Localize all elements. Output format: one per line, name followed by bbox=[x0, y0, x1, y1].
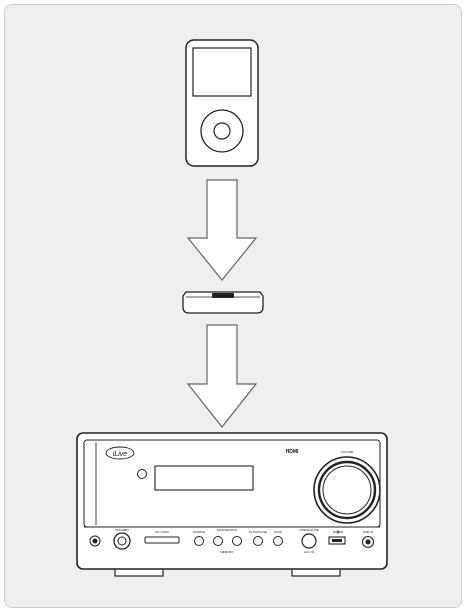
stereo-system: iLive HDMI VOLUME STANDBY SD CARD SOURCE… bbox=[76, 432, 388, 577]
play-label: PLAY/PAUSE bbox=[249, 530, 267, 534]
sd-card-label: SD CARD bbox=[155, 530, 169, 534]
media-player-screen bbox=[192, 47, 252, 97]
media-player bbox=[185, 39, 259, 167]
sd-card-slot[interactable] bbox=[144, 536, 180, 544]
memory-label: MEMORY bbox=[220, 550, 233, 554]
line-in-label: LINE IN bbox=[363, 530, 374, 534]
brand-logo: iLive bbox=[105, 446, 135, 460]
down-arrow-icon bbox=[186, 179, 258, 281]
hdmi-badge: HDMI bbox=[286, 449, 299, 455]
headphone-jack-icon bbox=[89, 535, 101, 547]
usb-icon bbox=[333, 530, 343, 534]
standby-button[interactable] bbox=[113, 532, 131, 550]
line-in-jack[interactable] bbox=[361, 535, 375, 549]
skip-forward-button[interactable] bbox=[232, 536, 242, 546]
standby-label: STANDBY bbox=[115, 528, 129, 532]
source-button[interactable] bbox=[194, 536, 204, 546]
svg-text:iLive: iLive bbox=[113, 451, 128, 458]
play-pause-button[interactable] bbox=[253, 536, 263, 546]
ir-sensor bbox=[137, 469, 147, 479]
dock-adapter bbox=[182, 291, 264, 314]
stop-button[interactable] bbox=[273, 536, 283, 546]
volume-knob[interactable] bbox=[313, 456, 381, 524]
stop-label: STOP bbox=[274, 530, 282, 534]
display-window bbox=[154, 465, 254, 491]
dock-connector bbox=[212, 293, 234, 298]
open-close-button[interactable] bbox=[301, 533, 317, 549]
down-arrow-icon bbox=[186, 324, 258, 428]
open-close-label: OPEN/CLOSE bbox=[299, 528, 319, 532]
skip-label: SKIP/SEARCH bbox=[217, 528, 237, 532]
aux-label: AUX IN bbox=[304, 550, 314, 554]
source-label: SOURCE bbox=[193, 530, 206, 534]
skip-back-button[interactable] bbox=[213, 536, 223, 546]
volume-label: VOLUME bbox=[341, 450, 354, 454]
